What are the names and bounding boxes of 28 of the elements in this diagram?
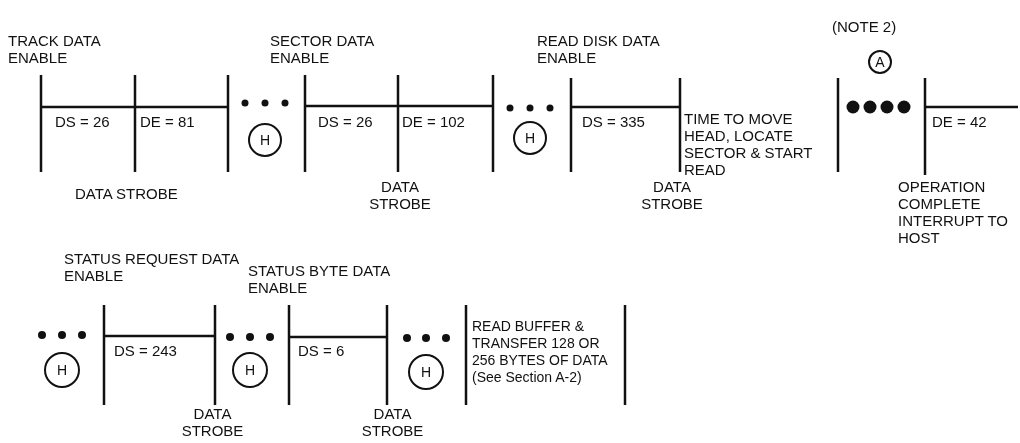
value-label: DE = 102: [402, 113, 465, 130]
signal-label: STATUS REQUEST DATA ENABLE: [64, 250, 239, 284]
reference-circle: H: [44, 352, 80, 388]
value-label: DS = 335: [582, 113, 645, 130]
signal-label: READ DISK DATA ENABLE: [537, 32, 661, 66]
signal-label: TRACK DATA ENABLE: [8, 32, 102, 66]
reference-circle: H: [408, 354, 444, 390]
strobe-label: DATA STROBE: [640, 178, 704, 212]
value-label: DS = 6: [298, 342, 345, 359]
strobe-label: DATA STROBE: [368, 178, 432, 212]
interrupt-label: OPERATION COMPLETE INTERRUPT TO HOST: [898, 178, 1010, 246]
reference-circle: A: [868, 50, 892, 74]
value-label: DE = 42: [932, 113, 987, 130]
note-label: (NOTE 2): [832, 18, 897, 35]
reference-circle: H: [232, 352, 268, 388]
value-label: DE = 81: [140, 113, 195, 130]
signal-label: SECTOR DATA ENABLE: [270, 32, 375, 66]
strobe-label: DATA STROBE: [75, 185, 178, 202]
note-text: READ BUFFER & TRANSFER 128 OR 256 BYTES OF DATA (See Section A-2): [472, 318, 609, 386]
value-label: DS = 243: [114, 342, 177, 359]
strobe-label: DATA STROBE: [180, 405, 245, 439]
signal-label: STATUS BYTE DATA ENABLE: [248, 262, 391, 296]
note-text: TIME TO MOVE HEAD, LOCATE SECTOR & START READ: [684, 110, 814, 178]
value-label: DS = 26: [318, 113, 373, 130]
strobe-label: DATA STROBE: [360, 405, 425, 439]
value-label: DS = 26: [55, 113, 110, 130]
reference-circle: H: [248, 123, 282, 157]
reference-circle: H: [513, 121, 547, 155]
